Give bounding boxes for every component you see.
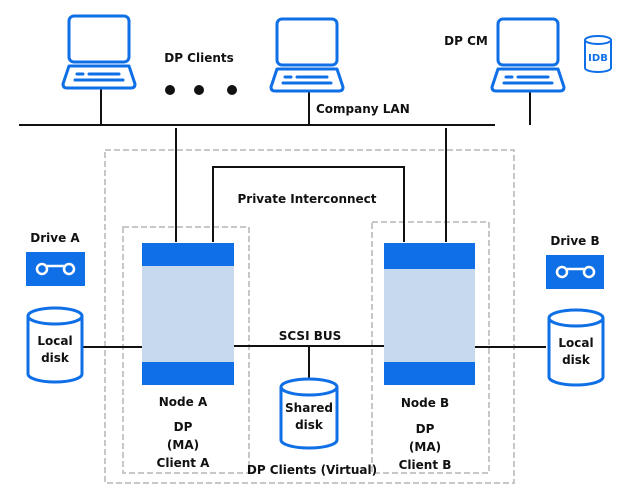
node-a-line-2: (MA) — [167, 438, 199, 452]
node-a-boundary — [122, 226, 250, 474]
drive-a-label: Drive A — [30, 231, 80, 245]
idb-label: IDB — [588, 53, 608, 64]
node-b-boundary — [371, 221, 490, 474]
private-interconnect-line — [212, 166, 405, 242]
laptop-icon-client-1 — [61, 14, 137, 90]
local-disk-b-icon — [547, 308, 605, 387]
idb-database-icon: IDB — [584, 35, 612, 73]
local-disk-b-label-line1: Local — [558, 336, 593, 350]
cluster-label-background — [255, 460, 371, 478]
shared-disk-icon — [279, 377, 339, 450]
laptop-icon-cm — [490, 17, 566, 93]
shared-disk-label-line1: Shared — [285, 401, 333, 415]
company-lan-label: Company LAN — [316, 102, 410, 116]
cluster-virtual-clients-label: DP Clients (Virtual) — [247, 463, 377, 477]
cluster-boundary — [104, 149, 515, 484]
node-b-line-3: Client B — [399, 458, 452, 472]
shared-disk-label-line2: disk — [295, 418, 324, 432]
local-disk-a-icon — [26, 306, 84, 384]
tape-reels-icon — [555, 265, 596, 279]
dp-cm-label: DP CM — [444, 34, 488, 48]
local-disk-a-label-line2: disk — [41, 351, 70, 365]
drive-a-icon — [26, 252, 85, 286]
node-b-line-1: DP — [416, 422, 435, 436]
drive-b-icon — [546, 255, 604, 289]
node-b-name: Node B — [401, 396, 449, 410]
node-a-name: Node A — [159, 395, 208, 409]
ellipsis-dot — [227, 85, 237, 95]
node-a-server — [142, 243, 234, 385]
node-a-line-3: Client A — [157, 456, 211, 470]
drive-b-label: Drive B — [550, 234, 599, 248]
local-disk-b-label-line2: disk — [562, 353, 591, 367]
ellipsis-dot — [165, 85, 175, 95]
laptop-icon-client-2 — [269, 17, 345, 93]
node-b-server — [384, 243, 475, 385]
local-disk-a-label-line1: Local — [37, 334, 72, 348]
node-a-line-1: DP — [174, 420, 193, 434]
ellipsis-dot — [194, 85, 204, 95]
dp-clients-label: DP Clients — [164, 51, 234, 65]
scsi-bus-label: SCSI BUS — [279, 329, 342, 343]
tape-reels-icon — [35, 262, 76, 276]
node-b-line-2: (MA) — [409, 440, 441, 454]
private-interconnect-label: Private Interconnect — [237, 192, 376, 206]
